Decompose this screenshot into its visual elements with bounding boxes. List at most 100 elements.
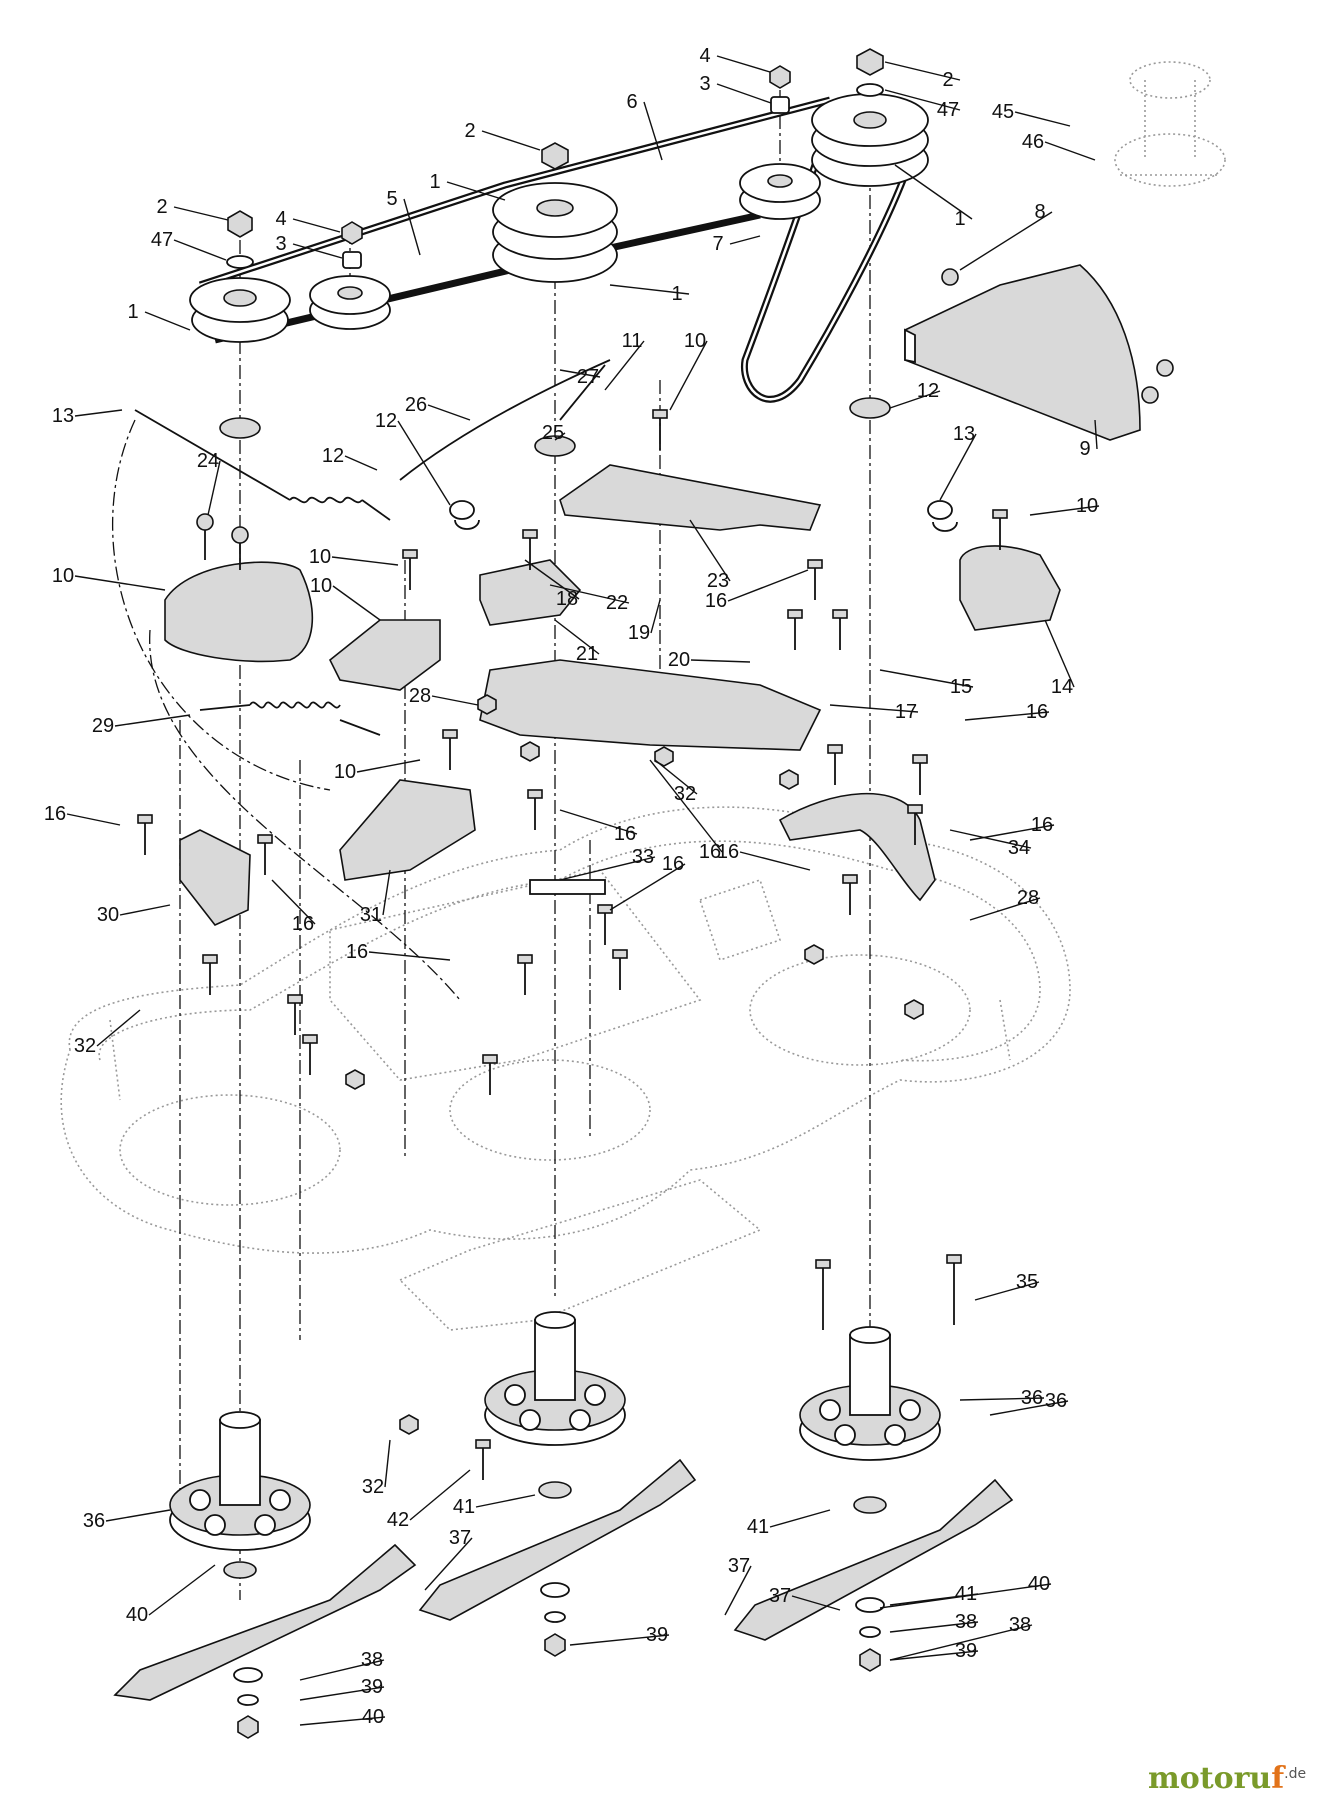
callout-number: 39 <box>361 1676 383 1698</box>
callout-number: 24 <box>197 450 219 472</box>
rod-11 <box>559 364 606 421</box>
pulley-right <box>811 93 929 187</box>
callout-leader <box>729 235 761 245</box>
callout-leader <box>431 695 479 706</box>
callout-leader <box>889 1624 1033 1661</box>
torsion-spring-13-right <box>927 500 958 532</box>
screw-24-a <box>196 513 214 560</box>
callout-number: 46 <box>1022 131 1044 153</box>
callout-leader <box>879 1583 1052 1609</box>
callout-leader <box>299 1686 385 1701</box>
belt-keeper-23 <box>164 561 314 663</box>
callout-number: 16 <box>699 841 721 863</box>
callout-leader <box>989 1400 1069 1416</box>
blade-hardware <box>223 1481 887 1739</box>
callout-number: 18 <box>556 588 578 610</box>
callout-leader <box>481 130 541 151</box>
callout-leader <box>368 951 451 961</box>
callout-leader <box>1094 419 1098 450</box>
nut-32-b <box>654 746 674 767</box>
callout-leader <box>654 759 698 795</box>
callout-leader <box>554 619 600 655</box>
bushings-12 <box>219 397 891 457</box>
nuts <box>345 694 924 1435</box>
callout-leader <box>173 239 227 261</box>
callout-leader <box>669 340 708 411</box>
callout-number: 16 <box>705 590 727 612</box>
springs <box>134 409 958 736</box>
washer-47-right <box>856 83 884 97</box>
callout-leader <box>939 433 977 501</box>
callout-number: 37 <box>769 1585 791 1607</box>
callout-leader <box>974 1281 1040 1301</box>
bracket-31 <box>339 779 476 881</box>
bolt-16-k <box>517 954 533 995</box>
callout-number: 10 <box>684 330 706 352</box>
callout-leader <box>716 83 772 104</box>
callout-number: 19 <box>628 622 650 644</box>
callout-leader <box>604 340 645 391</box>
nut-28-b <box>804 944 824 965</box>
watermark-brand: motoru <box>1148 1761 1271 1796</box>
callout-number: 17 <box>895 701 917 723</box>
bolt-35-a <box>815 1259 831 1330</box>
bolts <box>137 268 1174 1480</box>
washer-47-left <box>226 255 254 269</box>
callout-number: 37 <box>728 1555 750 1577</box>
callout-number: 29 <box>92 715 114 737</box>
top-hardware <box>226 48 884 269</box>
callout-leader <box>344 455 378 471</box>
bolt-16-i <box>597 904 613 945</box>
spring-25 <box>134 409 391 521</box>
callout-leader <box>292 218 341 233</box>
callout-leader <box>114 714 191 727</box>
callout-leader <box>403 198 421 256</box>
bolt-16-g <box>257 834 273 875</box>
callout-number: 13 <box>953 423 975 445</box>
callout-number: 4 <box>699 45 710 67</box>
callout-number: 11 <box>622 330 643 352</box>
callout-number: 26 <box>405 394 427 416</box>
callout-leader <box>96 1009 141 1047</box>
callout-number: 40 <box>362 1706 384 1728</box>
callout-leader <box>643 101 663 161</box>
callout-number: 5 <box>386 188 397 210</box>
callout-number: 1 <box>671 283 682 305</box>
callout-number: 8 <box>1034 201 1045 223</box>
callout-number: 12 <box>917 380 939 402</box>
callout-leader <box>1044 141 1096 161</box>
callout-leader <box>424 1537 473 1591</box>
callout-leader <box>889 390 941 409</box>
callout-leader <box>384 1439 391 1488</box>
callout-leader <box>382 869 391 916</box>
callout-number: 36 <box>1021 1387 1043 1409</box>
callout-leader <box>299 1716 386 1726</box>
callout-leader <box>409 1469 471 1521</box>
callout-leader <box>207 460 221 516</box>
bolt-10-b <box>992 509 1008 550</box>
callout-number: 32 <box>362 1476 384 1498</box>
callout-number: 16 <box>614 823 636 845</box>
nut-32-c <box>779 769 799 790</box>
callout-leader <box>332 585 381 621</box>
callout-number: 41 <box>955 1583 977 1605</box>
callout-number: 1 <box>127 301 138 323</box>
callout-leader <box>724 1565 752 1616</box>
callout-number: 45 <box>992 101 1014 123</box>
callout-number: 10 <box>309 546 331 568</box>
rod-33 <box>529 879 606 895</box>
callout-number: 32 <box>674 783 696 805</box>
spring-29 <box>199 701 381 736</box>
pulleys <box>189 93 929 343</box>
belt-guide-34 <box>778 792 936 902</box>
callout-number: 16 <box>346 941 368 963</box>
callout-leader <box>649 759 723 853</box>
callout-leader <box>559 809 638 835</box>
callout-leader <box>964 711 1050 721</box>
bolt-16-e <box>842 874 858 915</box>
callout-leader <box>959 1397 1045 1401</box>
callout-leader <box>559 856 656 881</box>
bolt-16-j <box>612 949 628 990</box>
bolt-16-d <box>907 804 923 845</box>
